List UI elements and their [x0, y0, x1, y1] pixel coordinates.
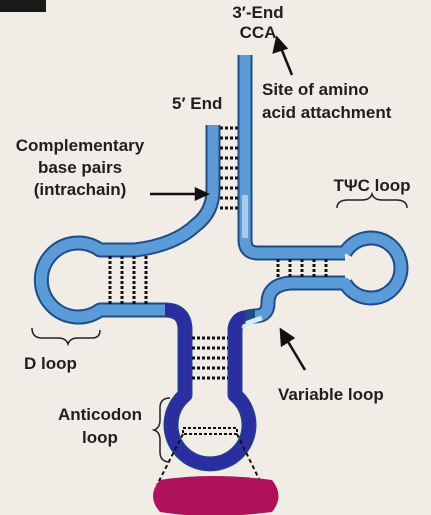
anticodon-label-line1: Anticodon: [58, 405, 142, 424]
anticodon-arm: [164, 303, 256, 471]
five-end-label: 5′ End: [172, 94, 222, 113]
anticodon-label-line2: loop: [82, 428, 118, 447]
codon-blob: [153, 476, 279, 515]
tpsic-brace: [336, 191, 408, 209]
site-label-line2: acid attachment: [262, 103, 392, 122]
variable-loop-label: Variable loop: [278, 385, 384, 404]
anticodon-brace: [151, 397, 171, 463]
base-pairs: [108, 126, 328, 380]
complementary-arrow-head: [194, 187, 211, 201]
cca-label: CCA: [240, 23, 277, 42]
anticodon-box: [182, 427, 238, 435]
codon-guide-right: [236, 433, 263, 486]
complementary-label-line2: base pairs: [38, 158, 122, 177]
tpsic-loop-label: TΨC loop: [333, 176, 410, 195]
d-loop-brace: [31, 327, 101, 347]
complementary-label-line1: Complementary: [16, 136, 145, 155]
corner-tab: [0, 0, 46, 12]
codon-guide-left: [156, 433, 184, 486]
backbone-fill: [35, 55, 407, 471]
site-label-line1: Site of amino: [262, 80, 369, 99]
arrows: [150, 35, 307, 371]
variable-arrow-head: [279, 327, 296, 348]
site-arrow-head: [272, 35, 289, 54]
site-arrow-line: [279, 47, 294, 76]
complementary-label-line3: (intrachain): [34, 180, 127, 199]
variable-arrow-line: [285, 339, 307, 371]
d-loop-label: D loop: [24, 354, 77, 373]
three-end-label: 3′-End: [232, 3, 283, 22]
